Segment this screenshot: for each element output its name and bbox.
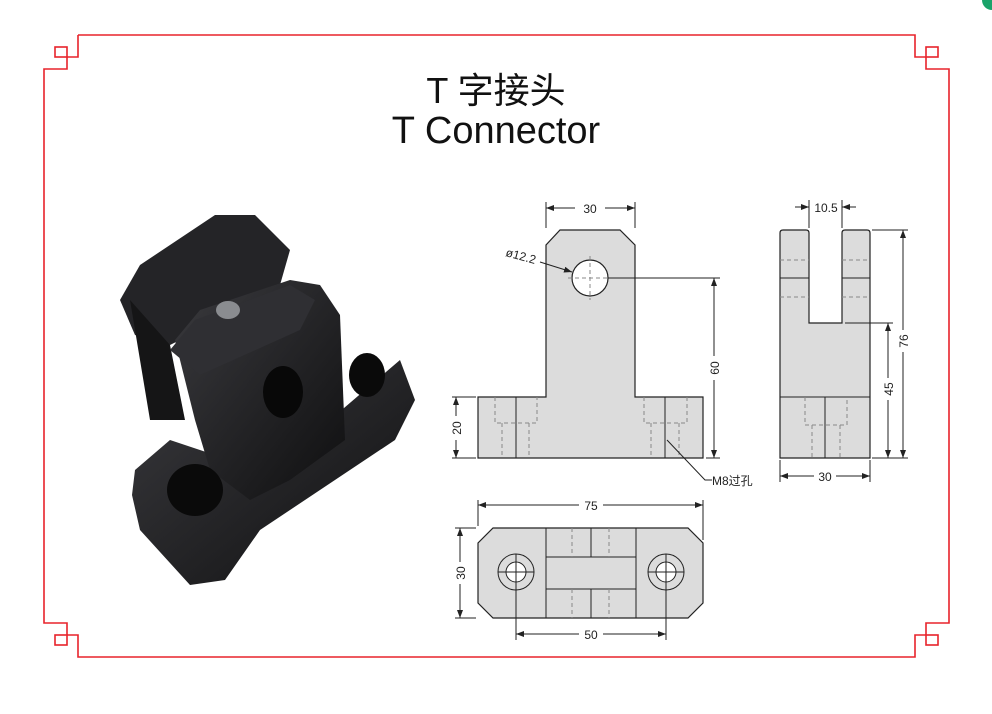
corner-badge <box>982 0 992 10</box>
title-english: T Connector <box>391 110 601 152</box>
dim-base-height: 20 <box>450 421 464 435</box>
dim-hole-spacing: 50 <box>584 628 598 642</box>
top-view: 75 30 50 <box>453 498 704 642</box>
dim-top-length: 75 <box>584 499 598 513</box>
dim-front-width: 30 <box>583 202 597 216</box>
hole-note: M8过孔 <box>712 474 753 488</box>
front-view: 30 ø12.2 60 20 M8过孔 <box>449 201 753 488</box>
dim-hole-diameter: ø12.2 <box>504 245 538 267</box>
title-chinese: T 字接头 <box>426 70 566 111</box>
side-view: 10.5 76 45 30 <box>779 200 911 484</box>
dim-side-width: 30 <box>818 470 832 484</box>
dim-slot-width: 10.5 <box>814 201 838 215</box>
dim-top-width: 30 <box>454 566 468 580</box>
dim-hole-height: 60 <box>708 361 722 375</box>
dim-slot-bottom-height: 45 <box>882 382 896 396</box>
dim-total-height: 76 <box>897 334 911 348</box>
